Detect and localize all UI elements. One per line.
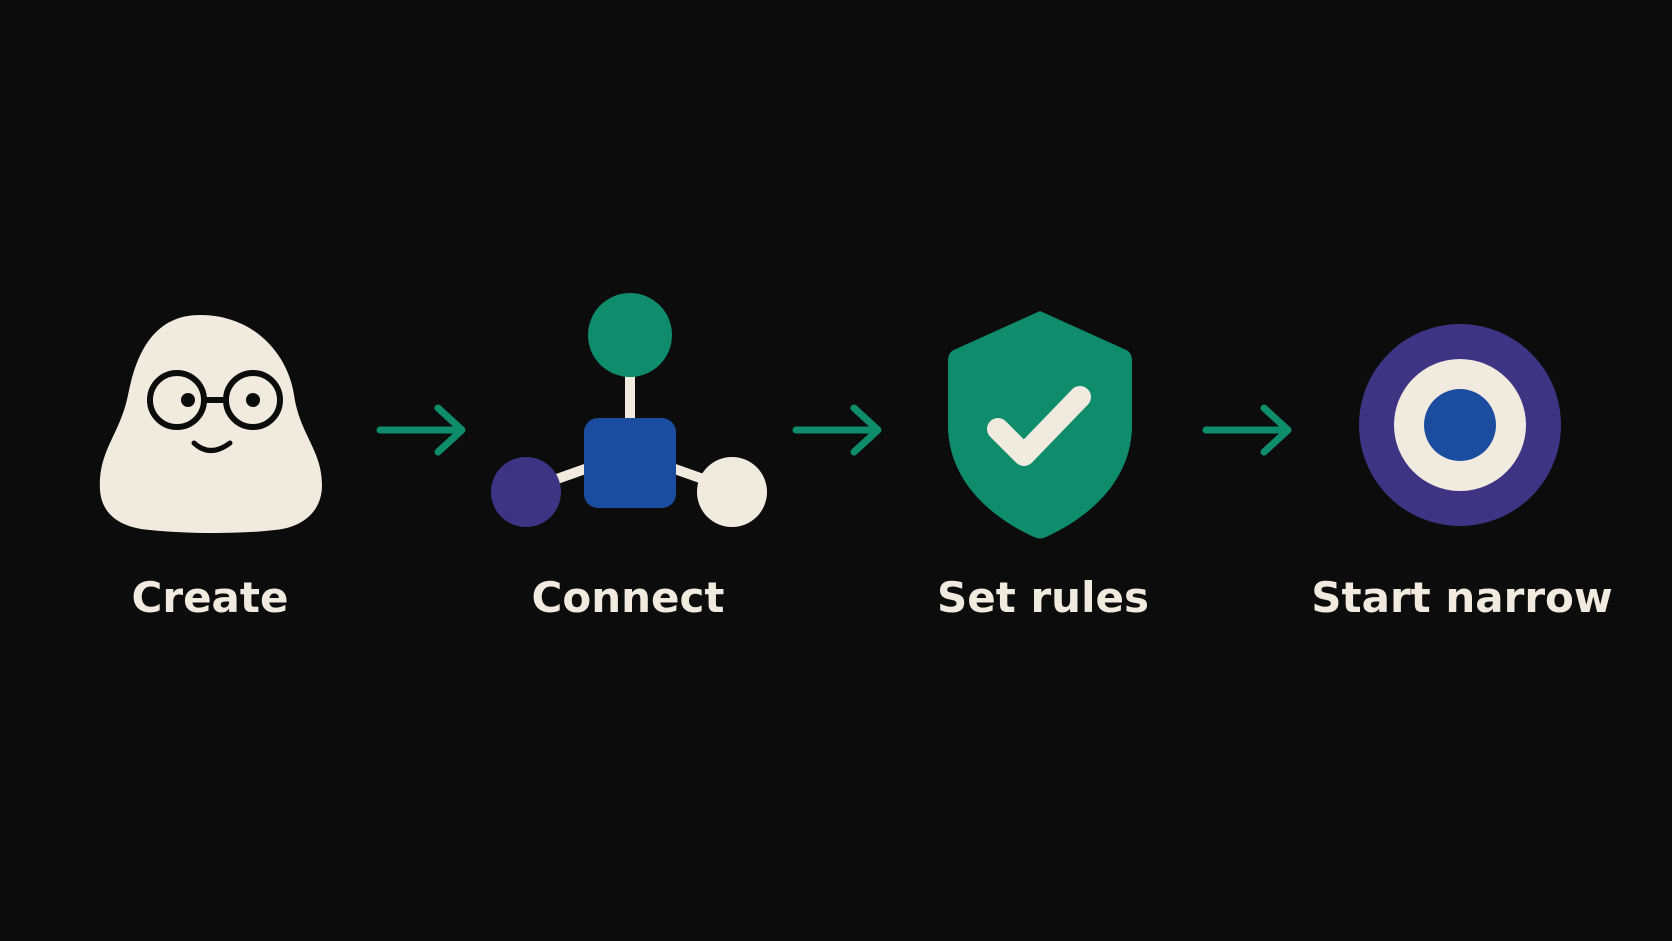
arrow-right-icon [1202,404,1292,456]
arrow-right-icon [792,404,882,456]
connected-nodes-icon [491,293,767,527]
step-label-set-rules: Set rules [937,573,1149,622]
blob-character-with-glasses-icon [99,315,322,533]
target-icon [1359,324,1561,526]
step-label-start-narrow: Start narrow [1311,573,1613,622]
shield-checkmark-icon [948,311,1132,539]
step-label-connect: Connect [531,573,725,622]
step-label-create: Create [131,573,289,622]
arrow-right-icon [376,404,466,456]
